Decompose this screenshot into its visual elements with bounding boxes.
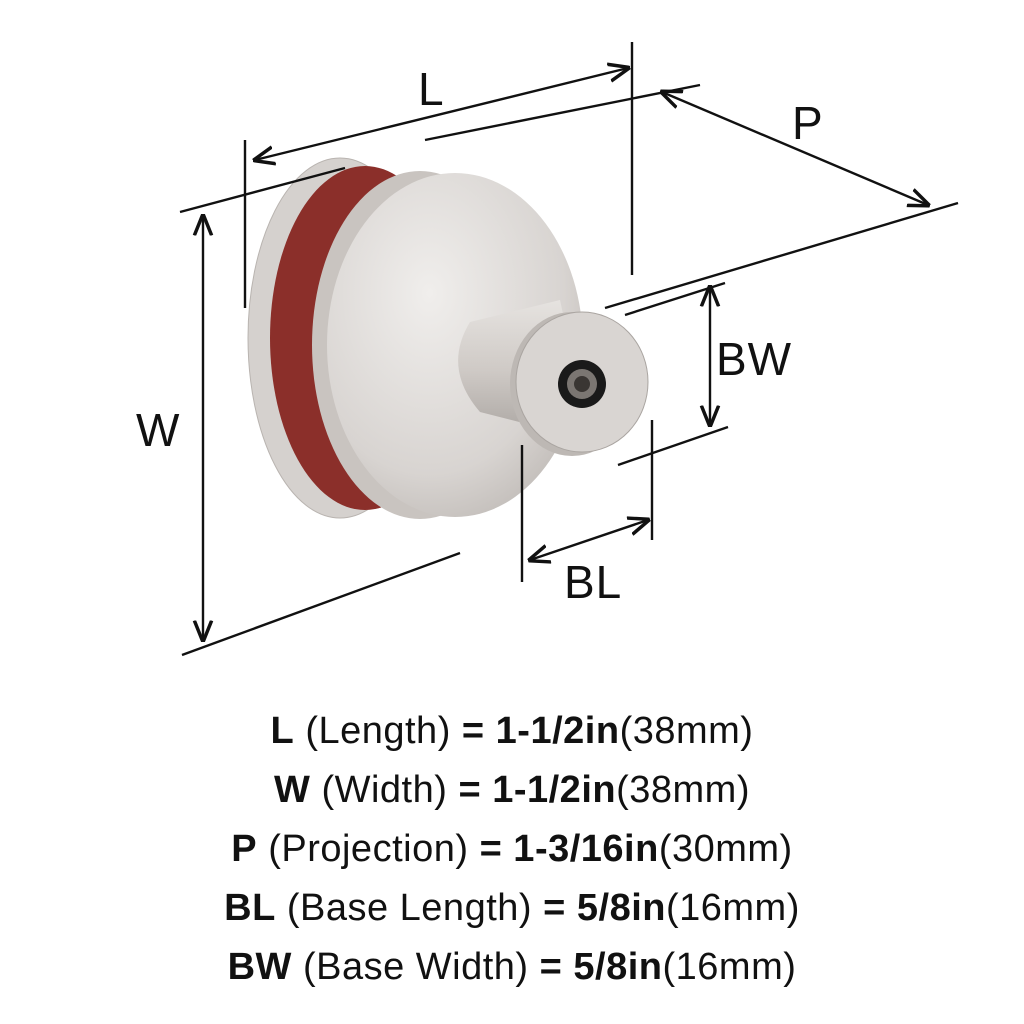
spec-code: BL bbox=[224, 887, 276, 929]
label-bw: BW bbox=[716, 333, 793, 385]
spec-base-width: BW (Base Width) = 5/8in(16mm) bbox=[0, 938, 1024, 997]
spec-base-length: BL (Base Length) = 5/8in(16mm) bbox=[0, 879, 1024, 938]
spec-value: = 1-3/16in bbox=[479, 828, 659, 870]
dimension-lines bbox=[179, 42, 959, 657]
l-arrow bbox=[255, 68, 628, 160]
label-l: L bbox=[418, 63, 445, 115]
spec-code: W bbox=[274, 769, 311, 811]
spec-projection: P (Projection) = 1-3/16in(30mm) bbox=[0, 820, 1024, 879]
knob bbox=[247, 157, 649, 519]
knob-drawing bbox=[179, 42, 959, 657]
spec-value: = 1-1/2in bbox=[461, 710, 620, 752]
label-bl: BL bbox=[564, 556, 623, 608]
spec-metric: (16mm) bbox=[662, 946, 797, 988]
spec-metric: (38mm) bbox=[616, 769, 750, 811]
spec-length: L (Length) = 1-1/2in(38mm) bbox=[0, 702, 1024, 761]
w-ext-bottom bbox=[181, 551, 461, 657]
bl-arrow bbox=[530, 520, 648, 560]
spec-value: = 1-1/2in bbox=[458, 769, 617, 811]
spec-metric: (38mm) bbox=[619, 710, 754, 752]
bw-ext-bottom bbox=[617, 425, 729, 467]
spec-code: P bbox=[231, 828, 258, 870]
screw-hole-center bbox=[574, 376, 590, 392]
label-p: P bbox=[792, 97, 824, 149]
front-disc bbox=[327, 173, 583, 517]
spec-name: (Width) bbox=[321, 769, 448, 811]
spec-value: = 5/8in bbox=[543, 887, 666, 929]
spec-name: (Base Width) bbox=[302, 946, 529, 988]
spec-name: (Length) bbox=[305, 710, 451, 752]
spec-value: = 5/8in bbox=[539, 946, 663, 988]
spec-metric: (16mm) bbox=[665, 887, 800, 929]
spec-metric: (30mm) bbox=[658, 828, 793, 870]
spec-width: W (Width) = 1-1/2in(38mm) bbox=[0, 761, 1024, 820]
p-arrow bbox=[662, 92, 928, 205]
top-edge-line bbox=[424, 83, 701, 142]
p-ext-bottom bbox=[604, 201, 959, 310]
label-w: W bbox=[136, 404, 181, 456]
spec-name: (Projection) bbox=[268, 828, 469, 870]
spec-code: L bbox=[270, 710, 295, 752]
spec-name: (Base Length) bbox=[286, 887, 533, 929]
w-ext-top bbox=[179, 166, 346, 214]
spec-code: BW bbox=[227, 946, 292, 988]
spec-list: L (Length) = 1-1/2in(38mm) W (Width) = 1… bbox=[0, 702, 1024, 997]
